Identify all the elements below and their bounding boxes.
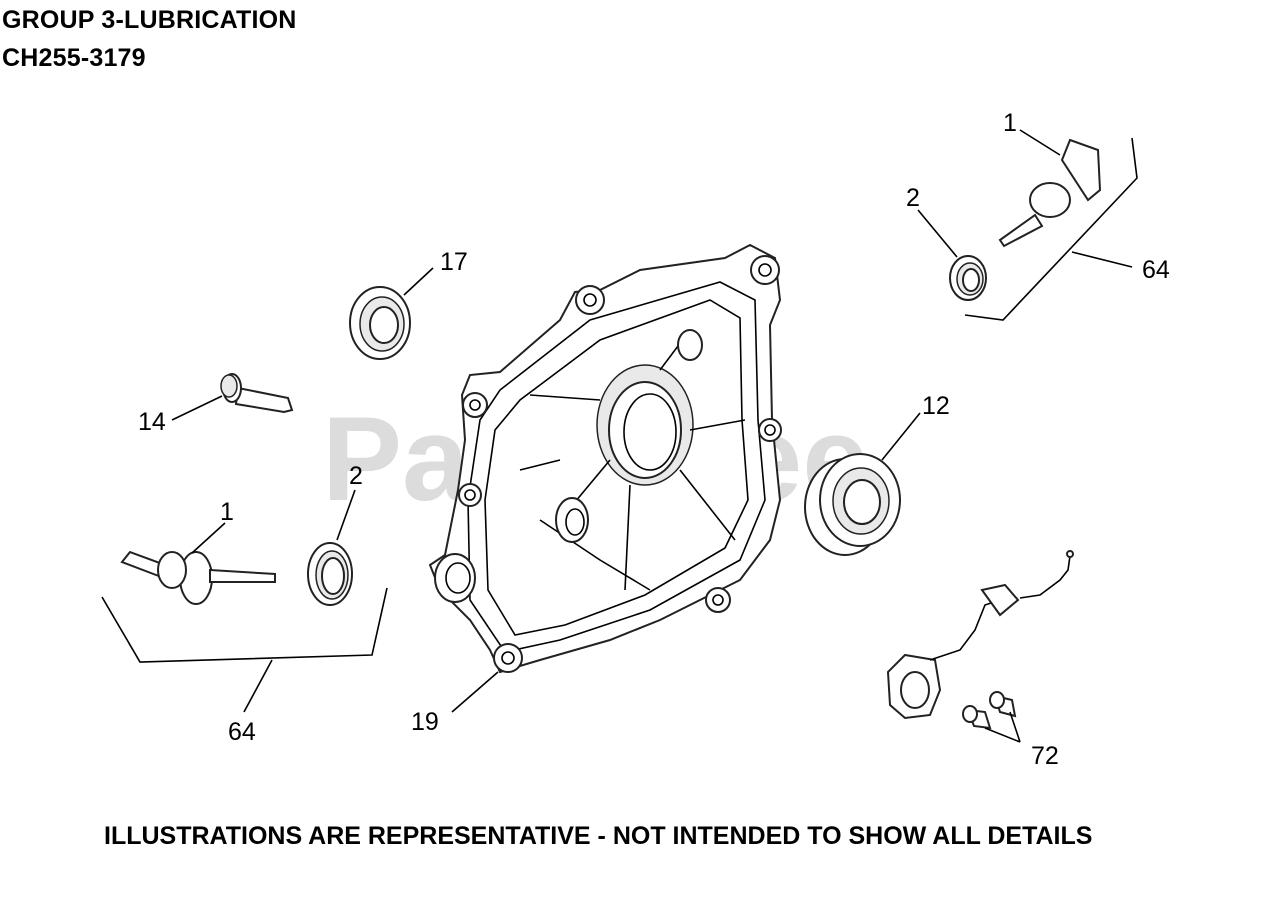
model-number: CH255-3179: [2, 44, 146, 72]
callout-1-left: 1: [220, 498, 234, 526]
kit-bracket-left: [101, 587, 388, 663]
callout-72: 72: [1031, 742, 1059, 770]
disclaimer-footer: ILLUSTRATIONS ARE REPRESENTATIVE - NOT I…: [104, 822, 1093, 850]
callout-19: 19: [411, 708, 439, 736]
crankcase-cover-part[interactable]: [428, 243, 782, 674]
dipstick-part[interactable]: [120, 550, 276, 605]
callout-1-top: 1: [1003, 109, 1017, 137]
callout-2-left: 2: [349, 462, 363, 490]
callout-12: 12: [922, 392, 950, 420]
oil-sentry-switch-part[interactable]: [886, 550, 1074, 720]
ball-bearing-part[interactable]: [804, 453, 901, 556]
o-ring-part[interactable]: [307, 542, 353, 606]
diagram-title: GROUP 3-LUBRICATION: [2, 6, 297, 34]
callout-2-top: 2: [906, 184, 920, 212]
callout-14: 14: [138, 408, 166, 436]
flange-screw-part[interactable]: [220, 373, 294, 414]
dipstick-top-part[interactable]: [998, 138, 1102, 248]
kit-bracket-right: [964, 137, 1138, 321]
o-ring-top-part[interactable]: [949, 255, 987, 301]
hex-screws-part[interactable]: [962, 691, 1017, 730]
oil-seal-part[interactable]: [349, 286, 411, 360]
callout-17: 17: [440, 248, 468, 276]
callout-64-left: 64: [228, 718, 256, 746]
leader-lines: [171, 129, 1133, 743]
callout-64-right: 64: [1142, 256, 1170, 284]
